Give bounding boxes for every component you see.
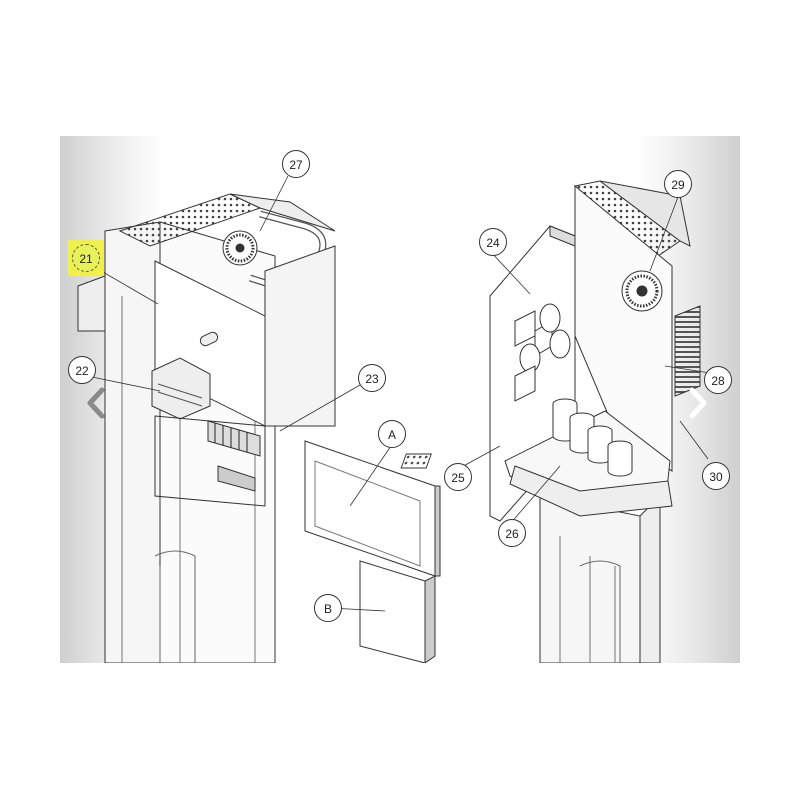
callout-24[interactable]: 24 bbox=[479, 228, 507, 256]
left-bracket bbox=[77, 275, 106, 332]
right-heatsink bbox=[674, 305, 701, 397]
left-unit bbox=[77, 193, 441, 663]
callout-a[interactable]: A bbox=[378, 420, 406, 448]
callout-28[interactable]: 28 bbox=[704, 366, 732, 394]
callout-25[interactable]: 25 bbox=[444, 463, 472, 491]
callout-21[interactable]: 21 bbox=[72, 244, 100, 272]
diagram-viewer: 21 22 23 27 A B 24 25 26 29 28 30 bbox=[60, 136, 740, 663]
exploded-parts-diagram bbox=[77, 175, 711, 663]
previous-image-button[interactable] bbox=[84, 386, 108, 420]
door-components bbox=[514, 303, 571, 402]
next-image-button[interactable] bbox=[686, 386, 710, 420]
callout-27[interactable]: 27 bbox=[282, 150, 310, 178]
chevron-left-icon bbox=[87, 387, 105, 419]
left-fan bbox=[222, 230, 258, 266]
callout-30[interactable]: 30 bbox=[702, 462, 730, 490]
left-transformer bbox=[151, 357, 211, 420]
right-unit bbox=[400, 180, 701, 663]
callout-23[interactable]: 23 bbox=[358, 364, 386, 392]
callout-b[interactable]: B bbox=[314, 594, 342, 622]
callout-29[interactable]: 29 bbox=[664, 170, 692, 198]
callout-22[interactable]: 22 bbox=[68, 356, 96, 384]
panel-b bbox=[359, 560, 436, 663]
left-column bbox=[104, 221, 161, 663]
leader-lines bbox=[91, 175, 711, 612]
callout-26[interactable]: 26 bbox=[498, 519, 526, 547]
left-terminal-block bbox=[207, 420, 261, 492]
chevron-right-icon bbox=[689, 387, 707, 419]
right-fan bbox=[621, 270, 663, 312]
left-side-panel bbox=[264, 245, 336, 427]
right-capacitors bbox=[552, 398, 633, 477]
